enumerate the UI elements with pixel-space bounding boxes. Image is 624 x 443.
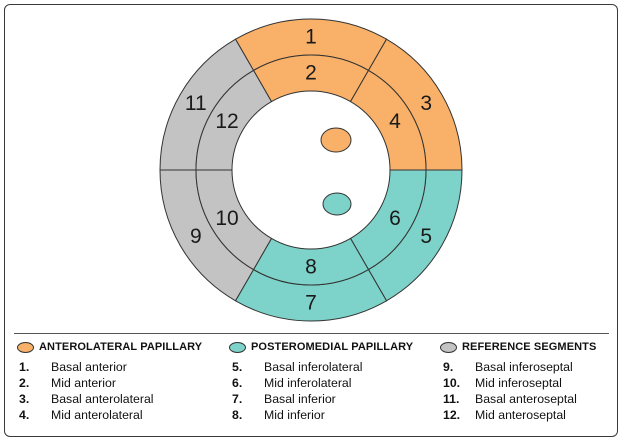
segment-10 <box>195 169 273 271</box>
legend-item-text: Basal inferolateral <box>264 360 363 374</box>
legend-group-anterolateral: ANTEROLATERAL PAPILLARY <box>17 339 202 355</box>
legend-item-text: Mid anterior <box>51 376 116 390</box>
segment-label-6: 6 <box>389 207 401 230</box>
legend-item-text: Basal anterolateral <box>51 392 154 406</box>
legend-item: 5. Basal inferolateral <box>232 359 362 375</box>
segment-label-3: 3 <box>420 92 432 115</box>
legend-item-text: Basal inferoseptal <box>475 360 573 374</box>
posteromedial-papillary-muscle-marker <box>322 192 352 216</box>
legend-item-text: Basal anterior <box>51 360 127 374</box>
posteromedial-swatch-icon <box>229 341 246 353</box>
legend-item-number: 1. <box>19 360 30 374</box>
legend-item-text: Basal inferior <box>264 392 336 406</box>
legend-column-1: 1. Basal anterior 2. Mid anterior 3. Basal … <box>19 359 154 423</box>
segment-12 <box>195 69 273 171</box>
segment-label-11: 11 <box>185 92 207 115</box>
legend-item: 12. Mid anteroseptal <box>443 407 577 423</box>
legend-item-number: 12. <box>443 408 461 422</box>
legend-item-number: 7. <box>232 392 243 406</box>
legend-item-number: 9. <box>443 360 454 374</box>
legend-item: 10. Mid inferoseptal <box>443 375 577 391</box>
legend-item-text: Mid inferoseptal <box>475 376 562 390</box>
segment-label-10: 10 <box>215 207 238 230</box>
legend-item: 9. Basal inferoseptal <box>443 359 577 375</box>
legend-group-label: REFERENCE SEGMENTS <box>462 341 597 353</box>
segment-label-1: 1 <box>305 26 317 49</box>
legend-item: 7. Basal inferior <box>232 391 362 407</box>
legend-group-reference: REFERENCE SEGMENTS <box>440 339 596 355</box>
legend-item-number: 2. <box>19 376 30 390</box>
segment-8 <box>252 237 370 286</box>
legend-item-number: 10. <box>443 376 461 390</box>
legend-item: 4. Mid anterolateral <box>19 407 154 423</box>
segment-6 <box>349 169 427 271</box>
legend-group-label: ANTEROLATERAL PAPILLARY <box>39 341 203 353</box>
legend-item: 11. Basal anteroseptal <box>443 391 577 407</box>
segment-label-9: 9 <box>190 225 202 248</box>
legend-item-text: Mid anterolateral <box>51 408 143 422</box>
legend-item: 8. Mid inferior <box>232 407 362 423</box>
legend-item: 3. Basal anterolateral <box>19 391 154 407</box>
segment-label-5: 5 <box>420 225 432 248</box>
legend-item-number: 11. <box>443 392 460 406</box>
legend-item-number: 5. <box>232 360 243 374</box>
legend-group-posteromedial: POSTEROMEDIAL PAPILLARY <box>229 339 413 355</box>
reference-swatch-icon <box>440 341 457 353</box>
legend-item-text: Mid inferolateral <box>264 376 352 390</box>
segment-label-4: 4 <box>389 110 401 133</box>
legend-item-text: Basal anteroseptal <box>475 392 577 406</box>
legend-item-text: Mid inferior <box>264 408 325 422</box>
segment-label-7: 7 <box>305 292 317 315</box>
segment-label-8: 8 <box>305 256 317 279</box>
anterolateral-papillary-muscle-marker <box>320 127 352 153</box>
legend-item: 2. Mid anterior <box>19 375 154 391</box>
legend-item-number: 6. <box>232 376 243 390</box>
segment-label-12: 12 <box>215 110 238 133</box>
legend-column-3: 9. Basal inferoseptal 10. Mid inferoseptal… <box>443 359 577 423</box>
legend-item-text: Mid anteroseptal <box>475 408 566 422</box>
legend-item-number: 3. <box>19 392 30 406</box>
legend-item: 1. Basal anterior <box>19 359 154 375</box>
legend-item-number: 8. <box>232 408 243 422</box>
legend-item-number: 4. <box>19 408 30 422</box>
legend-group-label: POSTEROMEDIAL PAPILLARY <box>251 341 414 353</box>
legend-divider <box>14 333 609 334</box>
anterolateral-swatch-icon <box>17 341 34 353</box>
legend-column-2: 5. Basal inferolateral 6. Mid inferolatera… <box>232 359 362 423</box>
segment-label-2: 2 <box>305 62 317 85</box>
legend-item: 6. Mid inferolateral <box>232 375 362 391</box>
segment-4 <box>349 69 427 171</box>
